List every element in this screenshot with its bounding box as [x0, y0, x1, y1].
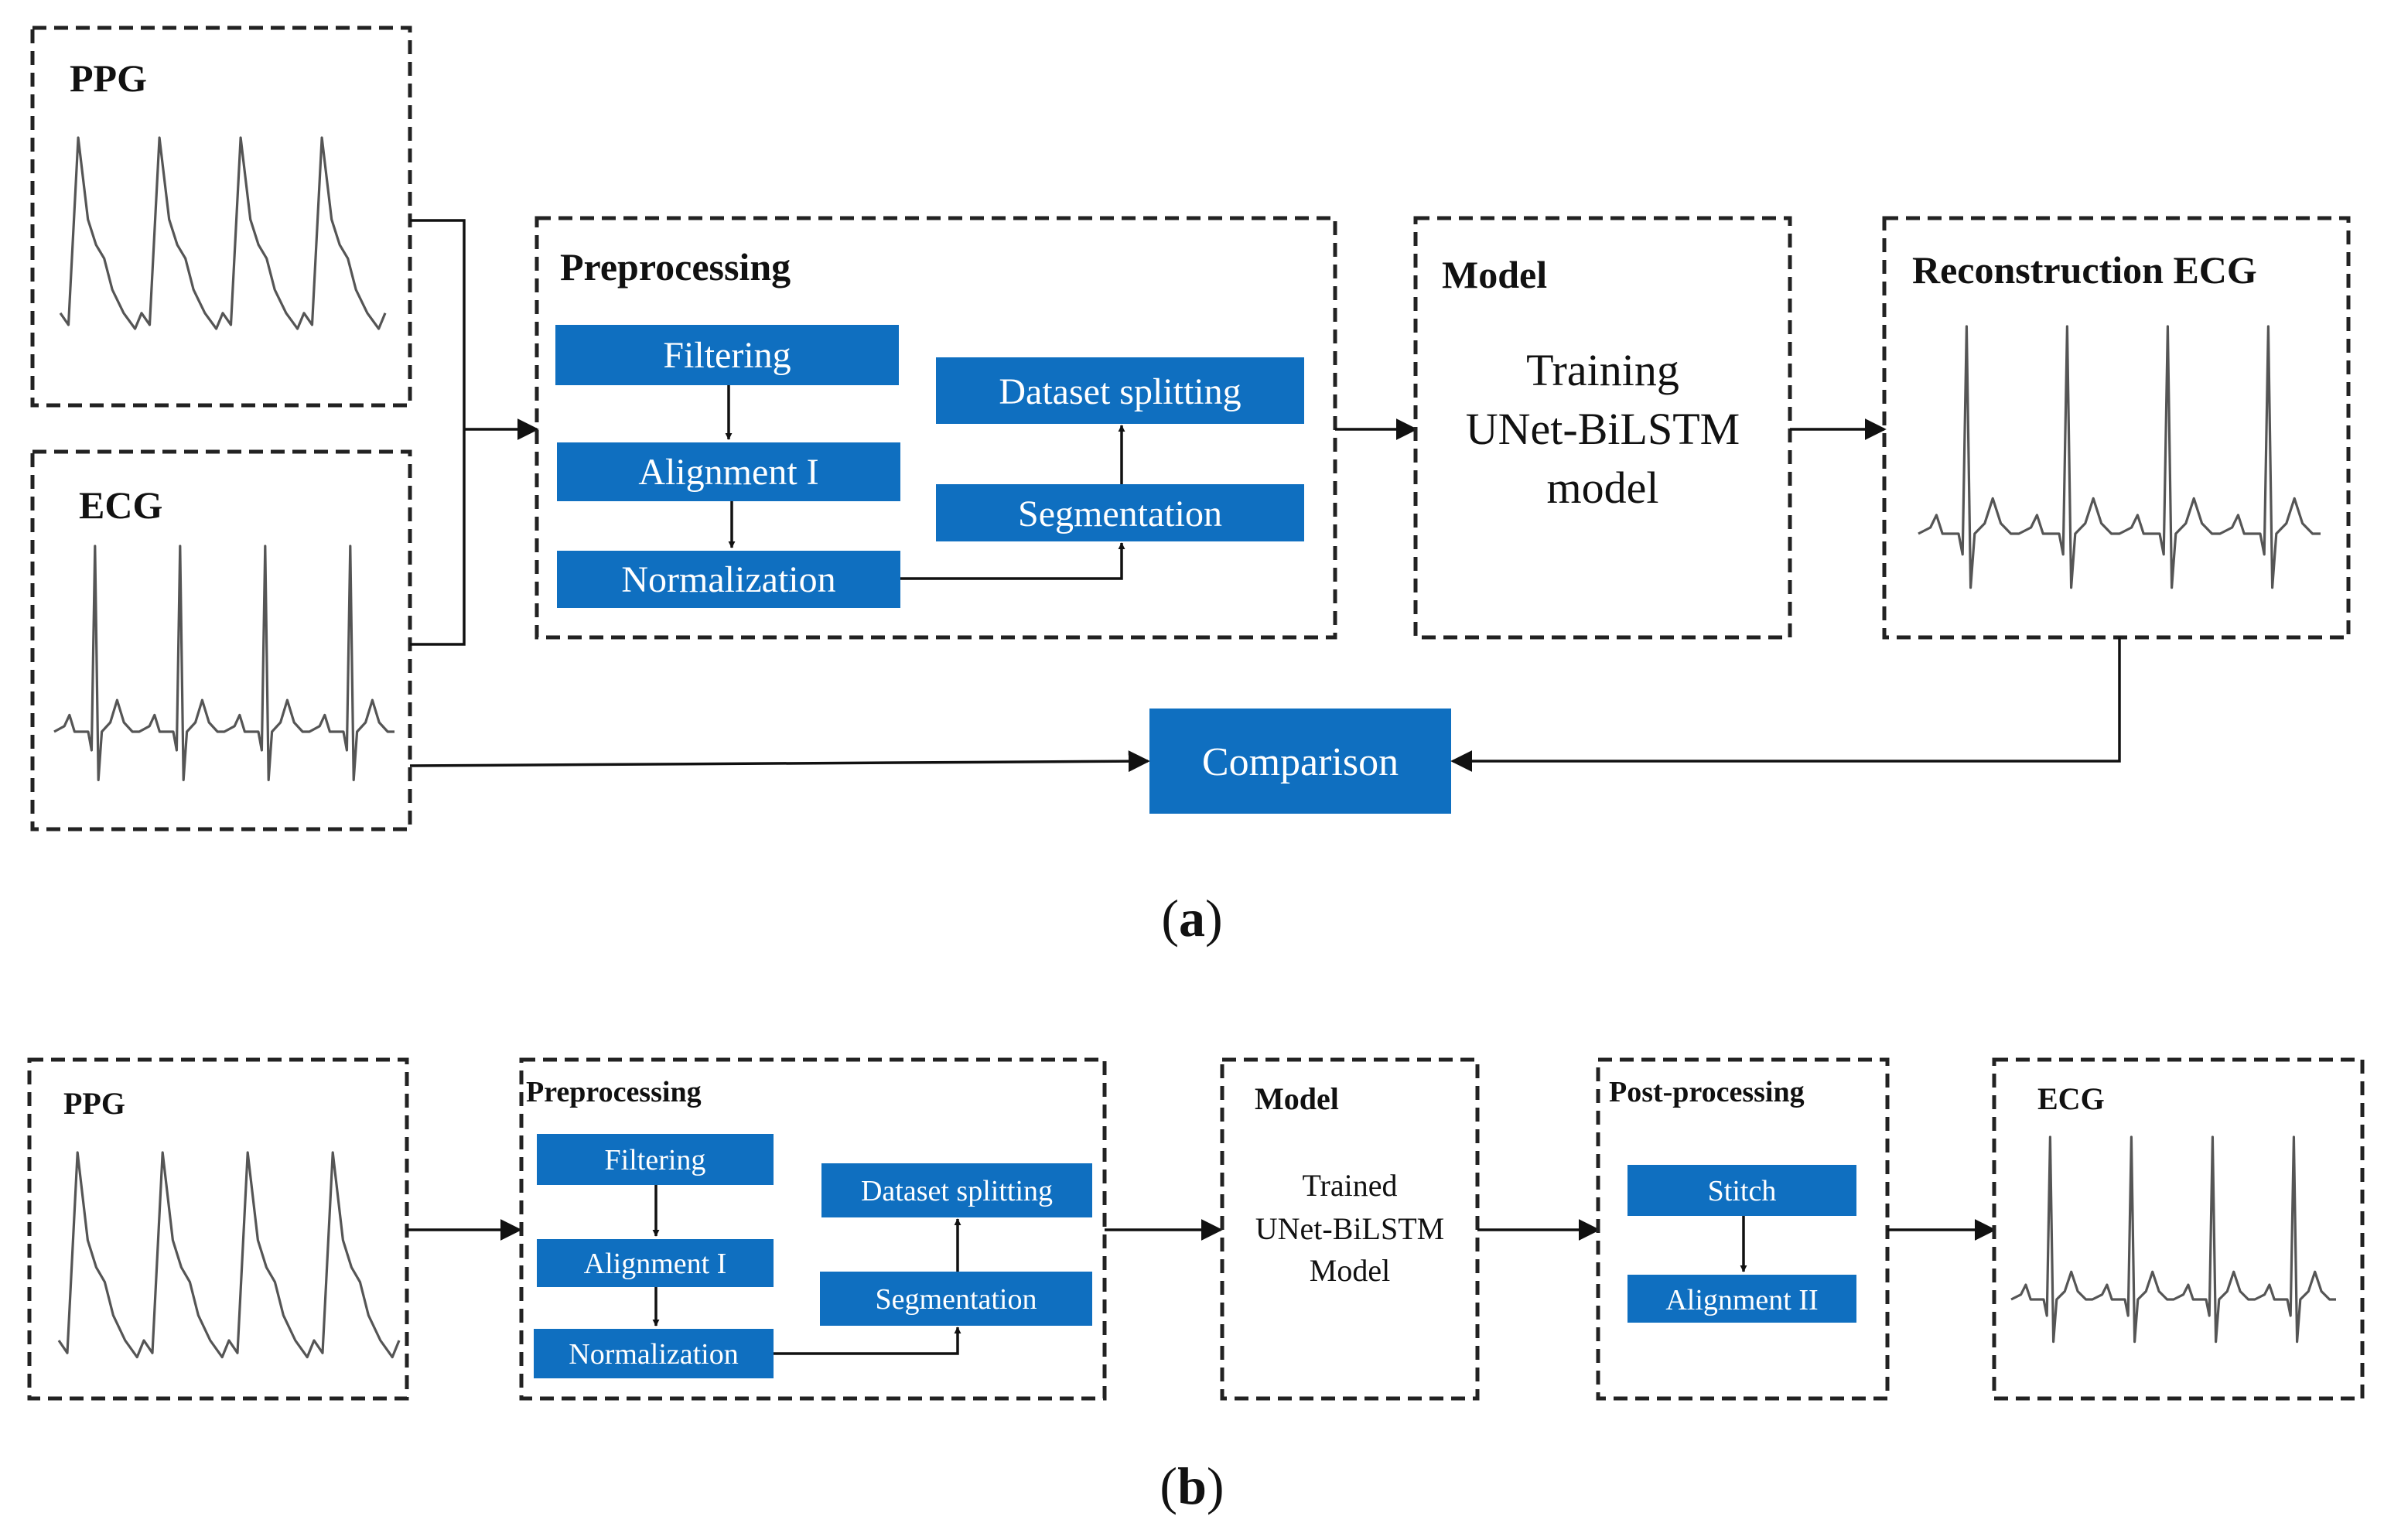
panel-a-arrow-reconstruction-to-comparison [1450, 637, 2121, 772]
panel-a-reconstruction-title: Reconstruction ECG [1912, 248, 2257, 292]
panel-b-ecg-wave [2010, 1135, 2336, 1344]
panel-a-alignment-block [557, 442, 900, 501]
panel-b-postprocessing: Post-processing Stitch Alignment II [1596, 1057, 1890, 1401]
panel-a-model: Model Training UNet-BiLSTM model [1413, 216, 1792, 640]
panel-b-ppg-label: PPG [63, 1086, 125, 1121]
panel-b-arrow-normalization-segmentation [774, 1327, 961, 1355]
panel-a-comparison-block [1149, 709, 1451, 814]
panel-a-reconstruction-wave [1918, 325, 2321, 589]
panel-a-normalization-label: Normalization [621, 559, 835, 600]
panel-b-preprocessing-frame [519, 1057, 1107, 1401]
panel-b-ecg-label: ECG [2037, 1081, 2105, 1116]
panel-b-alignment2-label: Alignment II [1665, 1284, 1818, 1316]
panel-b-normalization-label: Normalization [569, 1338, 738, 1371]
panel-b-alignment2-block [1627, 1275, 1856, 1323]
panel-a-input-connectors [410, 219, 539, 646]
panel-b-model-line3: Model [1310, 1253, 1390, 1288]
panel-b-dataset-splitting-label: Dataset splitting [861, 1175, 1053, 1207]
panel-b-filtering-block [537, 1134, 774, 1185]
panel-b-caption-close: ) [1207, 1456, 1224, 1515]
panel-b-ecg-box: ECG [1992, 1057, 2365, 1401]
panel-a-preprocessing-frame [535, 216, 1337, 640]
panel-b-caption: (b) [1160, 1456, 1224, 1515]
panel-a-reconstruction-frame [1882, 216, 2351, 640]
panel-a-ecg-frame [30, 449, 412, 831]
panel-b-alignment-label: Alignment I [584, 1248, 727, 1280]
panel-a-ppg-box: PPG [30, 26, 412, 408]
panel-a-model-title: Model [1442, 253, 1547, 296]
panel-b-model-title: Model [1255, 1081, 1339, 1116]
panel-a-model-line1: Training [1526, 345, 1679, 395]
panel-b: PPG Preprocessing Filtering Alignment I … [27, 1057, 2365, 1515]
panel-b-segmentation-label: Segmentation [876, 1283, 1037, 1316]
panel-a-filtering-block [555, 325, 899, 385]
panel-a-caption-letter: a [1179, 889, 1205, 948]
panel-a-segmentation-block [936, 484, 1304, 541]
panel-b-ppg-box: PPG [27, 1057, 409, 1401]
panel-a-comparison: Comparison [409, 637, 2121, 814]
panel-a-normalization-block [557, 551, 900, 608]
panel-a-arrow-normalization-segmentation [900, 542, 1125, 580]
panel-b-normalization-block [534, 1329, 774, 1378]
panel-a: PPG ECG Preprocessing Filtering Alignmen… [30, 26, 2351, 948]
panel-a-preprocessing-title: Preprocessing [560, 245, 791, 289]
panel-a-filtering-label: Filtering [663, 335, 791, 376]
panel-a-reconstruction: Reconstruction ECG [1882, 216, 2351, 640]
panel-a-segmentation-label: Segmentation [1018, 493, 1222, 534]
panel-b-preprocessing: Preprocessing Filtering Alignment I Norm… [519, 1057, 1107, 1401]
panel-b-caption-open: ( [1160, 1456, 1177, 1515]
panel-b-stitch-block [1627, 1165, 1856, 1216]
panel-b-preprocessing-title: Preprocessing [526, 1076, 702, 1108]
panel-b-caption-letter: b [1177, 1456, 1207, 1515]
panel-a-caption-close: ) [1205, 889, 1223, 948]
panel-b-model-line1: Trained [1303, 1168, 1398, 1203]
panel-a-arrow-ecg-to-comparison [409, 750, 1150, 773]
panel-a-caption-open: ( [1161, 889, 1179, 948]
panel-b-filtering-label: Filtering [605, 1144, 706, 1176]
panel-a-ppg-frame [30, 26, 412, 408]
panel-b-alignment-block [537, 1239, 774, 1287]
panel-a-alignment-label: Alignment I [638, 452, 818, 493]
panel-b-ppg-wave [57, 1151, 401, 1359]
panel-a-ecg-label: ECG [79, 483, 162, 527]
panel-a-ecg-box: ECG [30, 449, 412, 831]
panel-a-model-line2: UNet-BiLSTM [1466, 404, 1740, 454]
panel-b-ecg-frame [1992, 1057, 2365, 1401]
panel-a-dataset-splitting-label: Dataset splitting [999, 371, 1241, 412]
panel-a-model-frame [1413, 216, 1792, 640]
panel-b-postprocessing-title: Post-processing [1609, 1076, 1805, 1108]
panel-b-stitch-label: Stitch [1708, 1175, 1777, 1207]
panel-b-model: Model Trained UNet-BiLSTM Model [1220, 1057, 1480, 1401]
panel-a-ppg-wave [59, 136, 387, 330]
panel-a-comparison-label: Comparison [1202, 740, 1399, 784]
panel-a-dataset-splitting-block [936, 357, 1304, 424]
panel-b-dataset-splitting-block [821, 1163, 1092, 1217]
panel-a-ppg-label: PPG [70, 56, 147, 100]
panel-a-model-line3: model [1547, 463, 1659, 513]
panel-b-segmentation-block [820, 1272, 1092, 1326]
panel-a-caption: (a) [1161, 889, 1222, 948]
panel-b-model-line2: UNet-BiLSTM [1255, 1211, 1444, 1246]
panel-a-ecg-wave [53, 545, 394, 781]
panel-a-merge-bracket [410, 219, 466, 646]
panel-a-preprocessing: Preprocessing Filtering Alignment I Norm… [535, 216, 1337, 640]
